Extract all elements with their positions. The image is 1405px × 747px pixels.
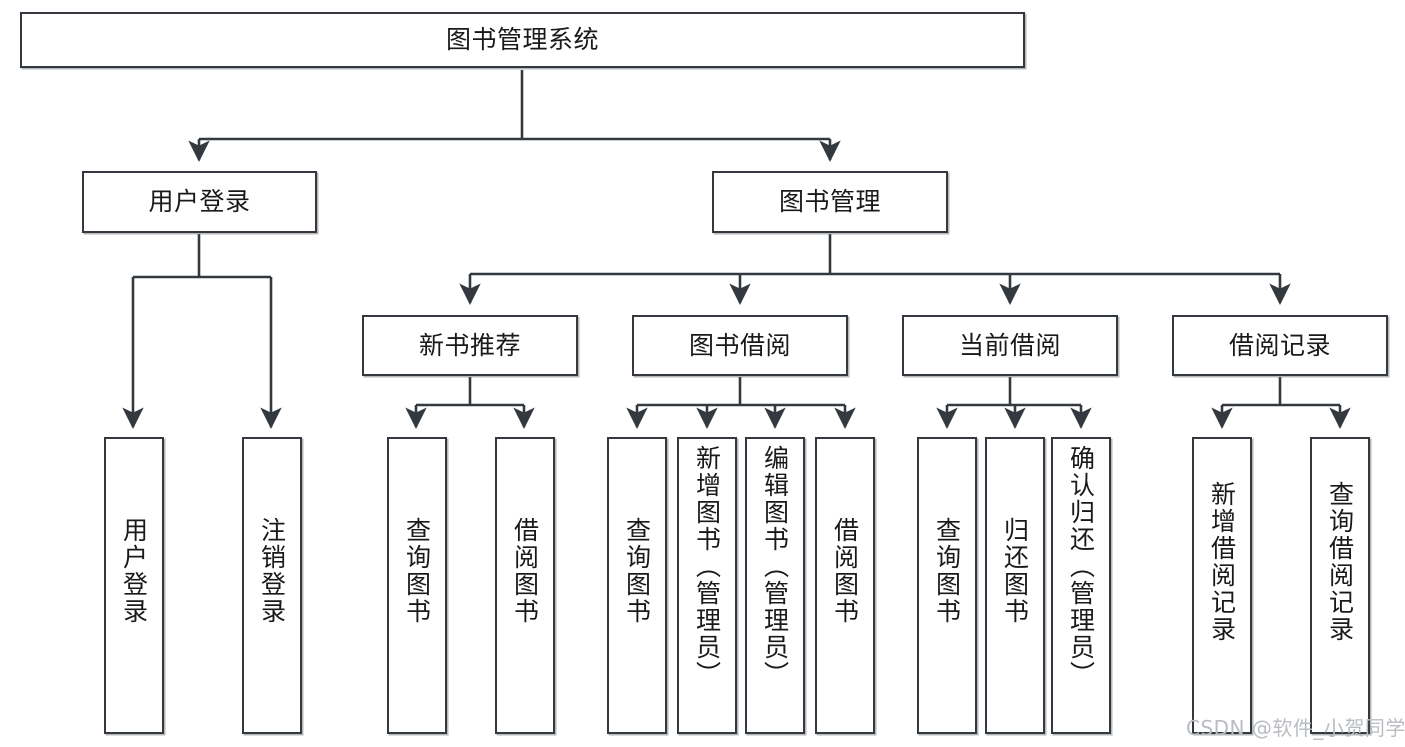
node-book-borrow-label: 图书借阅 <box>688 330 791 360</box>
node-leaf-borrow-book-1[interactable]: 借阅图书 <box>495 437 555 734</box>
node-leaf-query-record-label: 查询借阅记录 <box>1325 481 1355 643</box>
node-leaf-borrow-book-2[interactable]: 借阅图书 <box>815 437 875 734</box>
node-new-book-recommend[interactable]: 新书推荐 <box>362 315 578 376</box>
node-leaf-edit-book[interactable]: 编辑图书（管理员） <box>745 437 805 734</box>
node-leaf-edit-book-label: 编辑图书（管理员） <box>760 445 790 688</box>
node-book-borrow[interactable]: 图书借阅 <box>632 315 848 376</box>
node-new-book-recommend-label: 新书推荐 <box>418 330 521 360</box>
node-user-login[interactable]: 用户登录 <box>82 171 317 233</box>
node-leaf-logout[interactable]: 注销登录 <box>242 437 302 734</box>
node-leaf-borrow-book-1-label: 借阅图书 <box>510 517 540 625</box>
node-leaf-add-book[interactable]: 新增图书（管理员） <box>677 437 737 734</box>
node-leaf-borrow-book-2-label: 借阅图书 <box>830 517 860 625</box>
node-leaf-add-book-label: 新增图书（管理员） <box>692 445 722 688</box>
node-leaf-confirm-return[interactable]: 确认归还（管理员） <box>1051 437 1111 734</box>
node-current-borrow-label: 当前借阅 <box>958 330 1061 360</box>
node-root[interactable]: 图书管理系统 <box>20 12 1025 68</box>
node-leaf-query-book-1-label: 查询图书 <box>402 517 432 625</box>
node-leaf-query-book-3-label: 查询图书 <box>932 517 962 625</box>
node-leaf-user-login[interactable]: 用户登录 <box>104 437 164 734</box>
node-current-borrow[interactable]: 当前借阅 <box>902 315 1118 376</box>
node-leaf-logout-label: 注销登录 <box>257 517 287 625</box>
node-borrow-record-label: 借阅记录 <box>1228 330 1331 360</box>
node-leaf-confirm-return-label: 确认归还（管理员） <box>1066 445 1096 688</box>
node-leaf-query-book-3[interactable]: 查询图书 <box>917 437 977 734</box>
node-leaf-add-record[interactable]: 新增借阅记录 <box>1192 437 1252 734</box>
node-borrow-record[interactable]: 借阅记录 <box>1172 315 1388 376</box>
node-root-label: 图书管理系统 <box>445 25 599 55</box>
node-leaf-query-book-1[interactable]: 查询图书 <box>387 437 447 734</box>
node-book-manage-label: 图书管理 <box>778 187 881 217</box>
node-leaf-user-login-label: 用户登录 <box>119 517 149 625</box>
node-leaf-query-record[interactable]: 查询借阅记录 <box>1310 437 1370 734</box>
node-leaf-return-book[interactable]: 归还图书 <box>985 437 1045 734</box>
node-leaf-query-book-2-label: 查询图书 <box>622 517 652 625</box>
node-book-manage[interactable]: 图书管理 <box>712 171 948 233</box>
node-leaf-return-book-label: 归还图书 <box>1000 517 1030 625</box>
node-leaf-query-book-2[interactable]: 查询图书 <box>607 437 667 734</box>
node-user-login-label: 用户登录 <box>148 187 251 217</box>
node-leaf-add-record-label: 新增借阅记录 <box>1207 481 1237 643</box>
csdn-watermark: CSDN @软件_小贺同学 <box>1186 716 1405 740</box>
